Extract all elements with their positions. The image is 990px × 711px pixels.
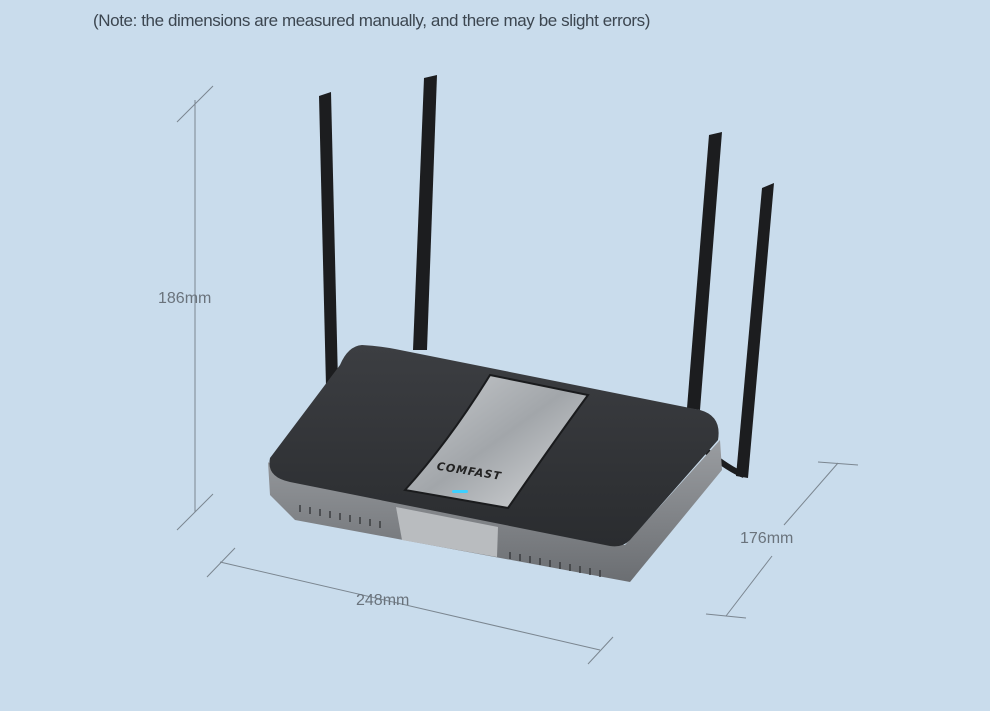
status-led: [452, 490, 468, 493]
router-side: [268, 440, 722, 582]
antennas: [319, 75, 774, 478]
height-label: 186mm: [158, 290, 212, 307]
antenna: [413, 75, 437, 350]
width-dimension-line: [206, 547, 614, 665]
width-label: 248mm: [356, 592, 410, 609]
depth-label: 176mm: [740, 530, 794, 547]
antenna: [319, 92, 338, 386]
depth-dimension-line: [705, 461, 859, 619]
front-tab: [396, 507, 498, 557]
height-dimension-line: [176, 85, 214, 531]
antenna: [687, 132, 722, 410]
silver-panel: [403, 373, 590, 510]
measurement-note: (Note: the dimensions are measured manua…: [93, 11, 651, 30]
antenna: [736, 183, 774, 478]
